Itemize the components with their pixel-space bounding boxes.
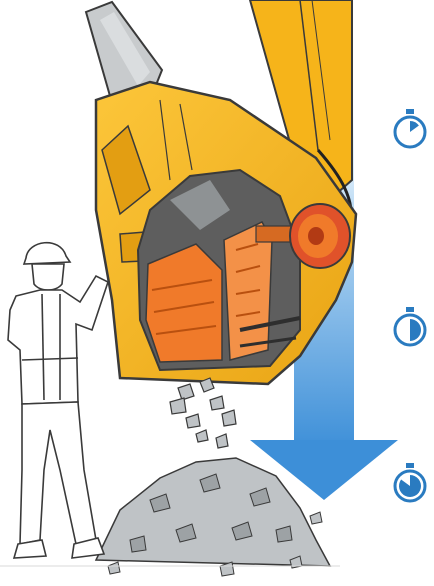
timer-icon-top [395, 109, 425, 147]
timer-icon-middle [395, 307, 425, 345]
stopwatch-crown-icon [406, 463, 414, 468]
stopwatch-crown-icon [406, 109, 414, 114]
falling-rubble [170, 378, 236, 448]
stopwatch-crown-icon [406, 307, 414, 312]
timer-icon-bottom [395, 463, 425, 501]
timer-column [395, 109, 425, 501]
worker-figure [8, 243, 108, 558]
